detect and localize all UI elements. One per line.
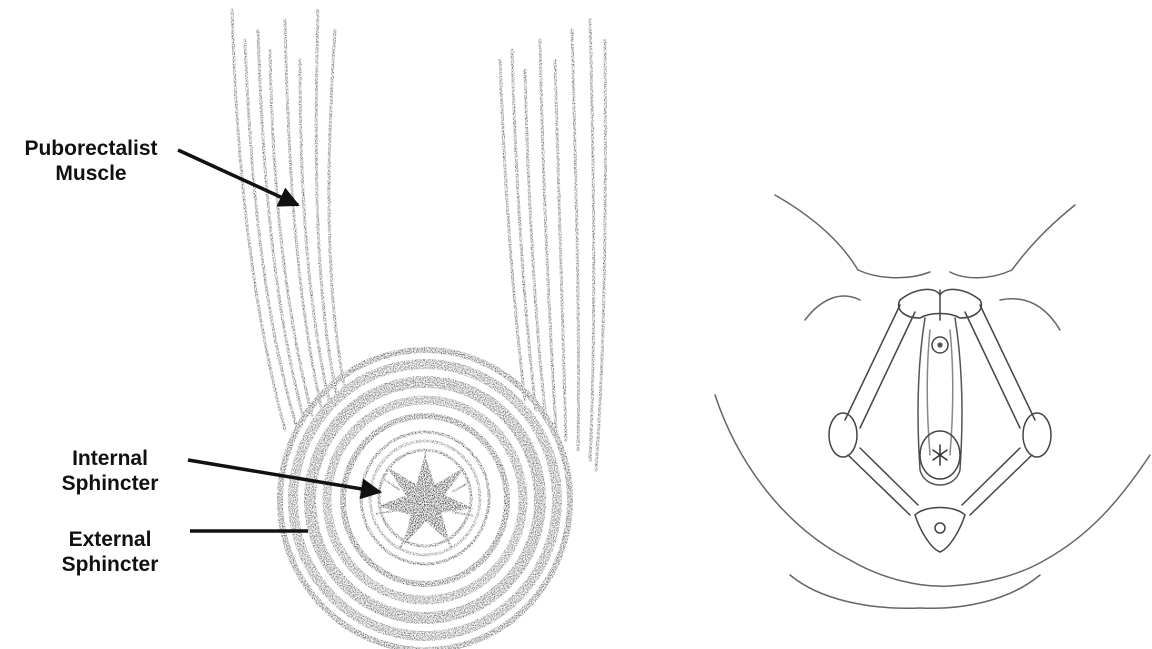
body-outline (775, 195, 930, 278)
label-puborectalis-line2: Muscle (6, 161, 176, 186)
puborectalis-arrow (178, 150, 298, 205)
pelvic-floor-drawing (715, 195, 1150, 608)
puborectalis-fibers-left (232, 10, 346, 430)
label-external-line2: Sphincter (40, 552, 180, 577)
label-internal-line1: Internal (40, 446, 180, 471)
label-internal-sphincter: Internal Sphincter (40, 446, 180, 496)
label-external-sphincter: External Sphincter (40, 527, 180, 577)
sphincter-sketch (232, 10, 605, 649)
label-puborectalis-line1: Puborectalist (6, 136, 176, 161)
coccyx (915, 508, 965, 553)
label-external-line1: External (40, 527, 180, 552)
label-internal-line2: Sphincter (40, 471, 180, 496)
label-puborectalis-muscle: Puborectalist Muscle (6, 136, 176, 186)
anal-lumen (380, 458, 470, 542)
